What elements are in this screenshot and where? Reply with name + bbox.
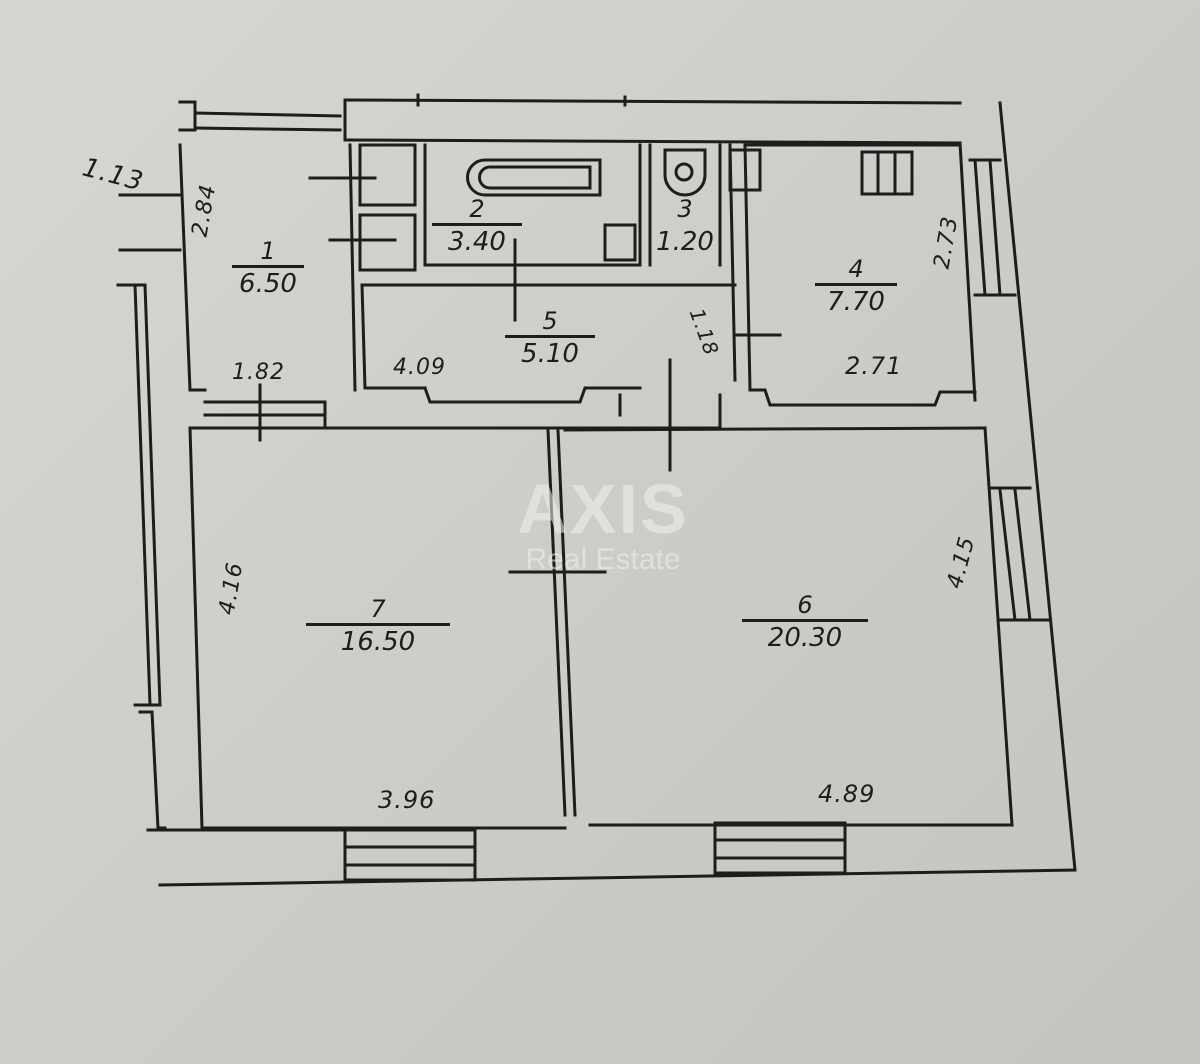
room-1-number: 1 <box>260 237 276 265</box>
room-1-area: 6.50 <box>239 269 297 299</box>
fraction-line <box>505 335 595 338</box>
room-3-number: 3 <box>677 195 693 223</box>
room-6-area: 20.30 <box>767 623 843 653</box>
room-7-area: 16.50 <box>340 627 416 657</box>
fraction-line <box>232 265 304 268</box>
room-5-number: 5 <box>542 307 558 335</box>
room-7-number: 7 <box>370 595 386 623</box>
room-2-area: 3.40 <box>448 227 506 257</box>
fraction-line <box>306 623 450 626</box>
dimension-4-09: 4.09 <box>393 355 446 380</box>
fraction-line <box>742 619 868 622</box>
room-2-label: 2 3.40 <box>432 196 522 257</box>
room-7-label: 7 16.50 <box>306 596 450 657</box>
dimension-3-96: 3.96 <box>378 786 436 814</box>
room-5-label: 5 5.10 <box>505 308 595 369</box>
room-4-label: 4 7.70 <box>815 256 897 317</box>
room-2-number: 2 <box>469 195 485 223</box>
room-3-label: 3 1.20 <box>652 196 718 257</box>
dimension-4-89: 4.89 <box>818 780 876 808</box>
room-6-number: 6 <box>797 591 813 619</box>
dimension-2-71: 2.71 <box>845 352 903 380</box>
room-6-label: 6 20.30 <box>742 592 868 653</box>
room-4-number: 4 <box>848 255 864 283</box>
fraction-line <box>432 223 522 226</box>
room-1-label: 1 6.50 <box>232 238 304 299</box>
room-5-area: 5.10 <box>521 339 579 369</box>
room-4-area: 7.70 <box>827 287 885 317</box>
fraction-line <box>815 283 897 286</box>
fraction-line <box>652 223 718 226</box>
dimension-1-82: 1.82 <box>232 360 285 385</box>
room-3-area: 1.20 <box>656 227 714 257</box>
